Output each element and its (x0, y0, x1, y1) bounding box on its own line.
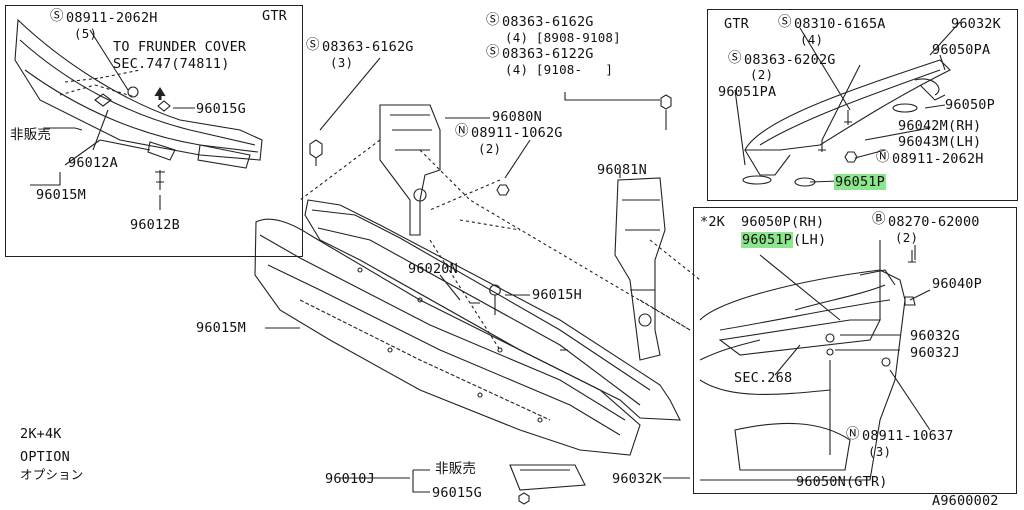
part-96032K: 96032K (951, 16, 1001, 32)
nut-08911-2062H: 08911-2062H (892, 151, 984, 167)
bolt-qty-range-2: (4) [9108- ] (505, 62, 614, 77)
part-96051P-lh: 96051P(LH) (741, 232, 827, 248)
part-96010J: 96010J (325, 471, 375, 487)
diagram-id: A9600002 (932, 493, 999, 509)
nut-part-number: 08911-2062H (66, 10, 158, 26)
inset-variant-gtr-2: GTR (724, 16, 749, 32)
part-96042M: 96042M(RH) (898, 118, 982, 134)
inset-variant-2k: *2K (700, 214, 725, 230)
part-96050P: 96050P (945, 97, 995, 113)
part-96015H: 96015H (532, 287, 582, 303)
part-96032J: 96032J (910, 345, 960, 361)
part-96032K-main: 96032K (612, 471, 662, 487)
screw-08363-6202G: 08363-6202G (744, 52, 836, 68)
screw-qty-2: (2) (750, 67, 774, 82)
section-268: SEC.268 (734, 370, 793, 386)
part-96050PA: 96050PA (932, 42, 991, 58)
reinforcement-drawing (304, 199, 681, 421)
nut-08911-1062G: 08911-1062G (471, 125, 563, 141)
part-96051PA: 96051PA (718, 84, 777, 100)
part-96050P-rh: 96050P(RH) (741, 214, 825, 230)
s-symbol: Ⓢ (728, 50, 742, 66)
bolt-qty: (3) (330, 55, 354, 70)
part-96012A: 96012A (68, 155, 118, 171)
screw-08310-6165A: 08310-6165A (794, 16, 886, 32)
s-symbol: Ⓢ (486, 44, 500, 60)
part-96051P: 96051P (834, 174, 886, 190)
note-line-2: SEC.747(74811) (113, 56, 230, 72)
not-sold-main: 非販売 (435, 461, 477, 477)
n-symbol: Ⓝ (455, 123, 469, 139)
stay-drawing (379, 104, 666, 361)
inset-variant-gtr: GTR (262, 8, 287, 24)
part-96012B: 96012B (130, 217, 180, 233)
bolt-qty-2k: (2) (895, 230, 919, 245)
part-96020N: 96020N (408, 261, 458, 277)
not-sold-label: 非販売 (10, 127, 52, 143)
part-96050N-gtr: 96050N(GTR) (796, 474, 888, 490)
part-96015G: 96015G (196, 101, 246, 117)
nut-qty-2k: (3) (868, 444, 892, 459)
inset-gtr-spoiler (707, 9, 1018, 201)
part-96015M-main: 96015M (196, 320, 246, 336)
inset-2k-spoiler (693, 207, 1017, 494)
bumper-cover-drawing (254, 218, 641, 456)
part-96081N: 96081N (597, 162, 647, 178)
bolt-08363-6162G: 08363-6162G (322, 39, 414, 55)
s-symbol: Ⓢ (50, 8, 64, 24)
part-96040P: 96040P (932, 276, 982, 292)
option-line-2: OPTION (20, 449, 70, 465)
option-line-1: 2K+4K (20, 426, 62, 442)
s-symbol: Ⓢ (486, 12, 500, 28)
lip-spoiler-drawing (14, 18, 263, 190)
part-96032G: 96032G (910, 328, 960, 344)
nut-qty: (5) (74, 26, 98, 41)
bolt-08363-6162G-b: 08363-6162G (502, 14, 594, 30)
nut-qty-main: (2) (478, 141, 502, 156)
bolt-08363-6122G: 08363-6122G (502, 46, 594, 62)
part-96015G-main: 96015G (432, 485, 482, 501)
bolt-08270-62000: 08270-62000 (888, 214, 980, 230)
part-96015M: 96015M (36, 187, 86, 203)
s-symbol: Ⓢ (778, 14, 792, 30)
car-rear-drawing (699, 269, 906, 481)
part-96080N: 96080N (492, 109, 542, 125)
n-symbol: Ⓝ (876, 149, 890, 165)
part-96043M: 96043M(LH) (898, 134, 982, 150)
nut-08911-10637: 08911-10637 (862, 428, 954, 444)
b-symbol: Ⓑ (872, 211, 886, 227)
note-line-1: TO FRUNDER COVER (113, 39, 247, 55)
bolt-qty-range-1: (4) [8908-9108] (505, 30, 621, 45)
inset-gtr-front (5, 5, 303, 257)
screw-qty: (4) (800, 32, 824, 47)
s-symbol: Ⓢ (306, 37, 320, 53)
n-symbol: Ⓝ (846, 426, 860, 442)
option-line-3: オプション (20, 467, 84, 482)
